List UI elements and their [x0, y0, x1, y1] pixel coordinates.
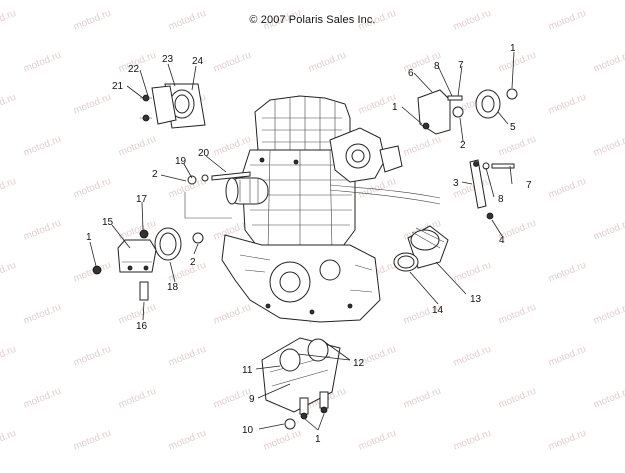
callout-8-right: 8	[498, 194, 504, 205]
callout-17: 17	[136, 194, 148, 205]
callout-2-mid: 2	[190, 257, 196, 268]
watermark-text: motod.ru	[592, 302, 625, 327]
callout-16: 16	[136, 321, 148, 332]
watermark-text: motod.ru	[167, 176, 208, 201]
watermark-text: motod.ru	[0, 344, 18, 369]
watermark-text: motod.ru	[452, 260, 493, 285]
watermark-text: motod.ru	[452, 344, 493, 369]
bottom-engine-mount	[261, 337, 341, 430]
callout-15: 15	[102, 217, 114, 228]
callout-18: 18	[167, 282, 179, 293]
callout-19: 19	[175, 156, 187, 167]
watermark-text: motod.ru	[497, 50, 538, 75]
watermark-text: motod.ru	[212, 302, 253, 327]
leader-lines	[89, 51, 515, 431]
callout-24: 24	[192, 56, 204, 67]
watermark-text: motod.ru	[22, 302, 63, 327]
watermark-text: motod.ru	[72, 428, 113, 453]
callout-13: 13	[470, 294, 482, 305]
callout-1-bottom: 1	[315, 434, 321, 445]
watermark-text: motod.ru	[592, 50, 625, 75]
watermark-text: motod.ru	[592, 134, 625, 159]
callout-2-right: 2	[460, 140, 466, 151]
callout-20: 20	[198, 148, 210, 159]
callout-1-right: 1	[392, 102, 398, 113]
right-upper-mount	[417, 88, 518, 135]
callout-5: 5	[510, 122, 516, 133]
watermark-text: motod.ru	[547, 176, 588, 201]
watermark-text: motod.ru	[402, 134, 443, 159]
watermark-text: motod.ru	[547, 344, 588, 369]
watermark-text: motod.ru	[592, 386, 625, 411]
watermark-text: motod.ru	[547, 92, 588, 117]
callout-1-left: 1	[86, 232, 92, 243]
watermark-text: motod.ru	[0, 260, 18, 285]
watermark-text: motod.ru	[72, 92, 113, 117]
watermark-text: motod.ru	[497, 302, 538, 327]
callout-1-top-right: 1	[510, 43, 516, 54]
engine-assembly	[184, 95, 441, 323]
callout-12: 12	[353, 358, 365, 369]
watermark-text: motod.ru	[22, 134, 63, 159]
watermark-text: motod.ru	[452, 428, 493, 453]
watermark-text: motod.ru	[0, 92, 18, 117]
watermark-text: motod.ru	[547, 260, 588, 285]
watermark-text: motod.ru	[307, 50, 348, 75]
callout-14: 14	[432, 305, 444, 316]
watermark-text: motod.ru	[262, 428, 303, 453]
watermark-text: motod.ru	[547, 428, 588, 453]
callout-22: 22	[128, 64, 140, 75]
callout-labels: 22 21 23 24 20 19 2 17 15 1 18 2 16 6 8 …	[86, 43, 532, 445]
watermark-text: motod.ru	[22, 50, 63, 75]
callout-6: 6	[408, 68, 414, 79]
watermark-text: motod.ru	[497, 134, 538, 159]
right-link-rod	[469, 159, 515, 220]
watermark-text: motod.ru	[167, 428, 208, 453]
watermark-text: motod.ru	[212, 134, 253, 159]
callout-4: 4	[499, 235, 505, 246]
callout-11: 11	[242, 365, 253, 376]
callout-10: 10	[242, 425, 254, 436]
callout-7-top: 7	[458, 60, 464, 71]
left-engine-mount	[92, 227, 204, 301]
watermark-text: motod.ru	[0, 176, 18, 201]
watermark-text: motod.ru	[22, 218, 63, 243]
watermark-text: motod.ru	[167, 344, 208, 369]
watermark-text: motod.ru	[72, 344, 113, 369]
watermark-text: motod.ru	[72, 260, 113, 285]
watermark-text: motod.ru	[72, 176, 113, 201]
bolt-washer-group-left	[187, 171, 251, 185]
watermark-text: motod.ru	[402, 386, 443, 411]
callout-23: 23	[162, 54, 174, 65]
watermark-text: motod.ru	[212, 50, 253, 75]
callout-9: 9	[249, 394, 255, 405]
watermark-text: motod.ru	[592, 218, 625, 243]
copyright-notice: © 2007 Polaris Sales Inc.	[249, 14, 376, 26]
intake-boot-assembly	[393, 225, 449, 272]
callout-21: 21	[112, 81, 124, 92]
callout-7-right: 7	[526, 180, 532, 191]
watermark-text: motod.ru	[0, 428, 18, 453]
watermark-text: motod.ru	[117, 134, 158, 159]
watermark-text: motod.ru	[22, 386, 63, 411]
watermark-text: motod.ru	[212, 386, 253, 411]
callout-2-left: 2	[152, 169, 158, 180]
intake-flange-assembly	[140, 83, 206, 129]
callout-8-top: 8	[434, 61, 440, 72]
watermark-text: motod.ru	[497, 386, 538, 411]
watermark-text: motod.ru	[117, 386, 158, 411]
callout-3: 3	[453, 178, 459, 189]
watermark-text: motod.ru	[357, 428, 398, 453]
